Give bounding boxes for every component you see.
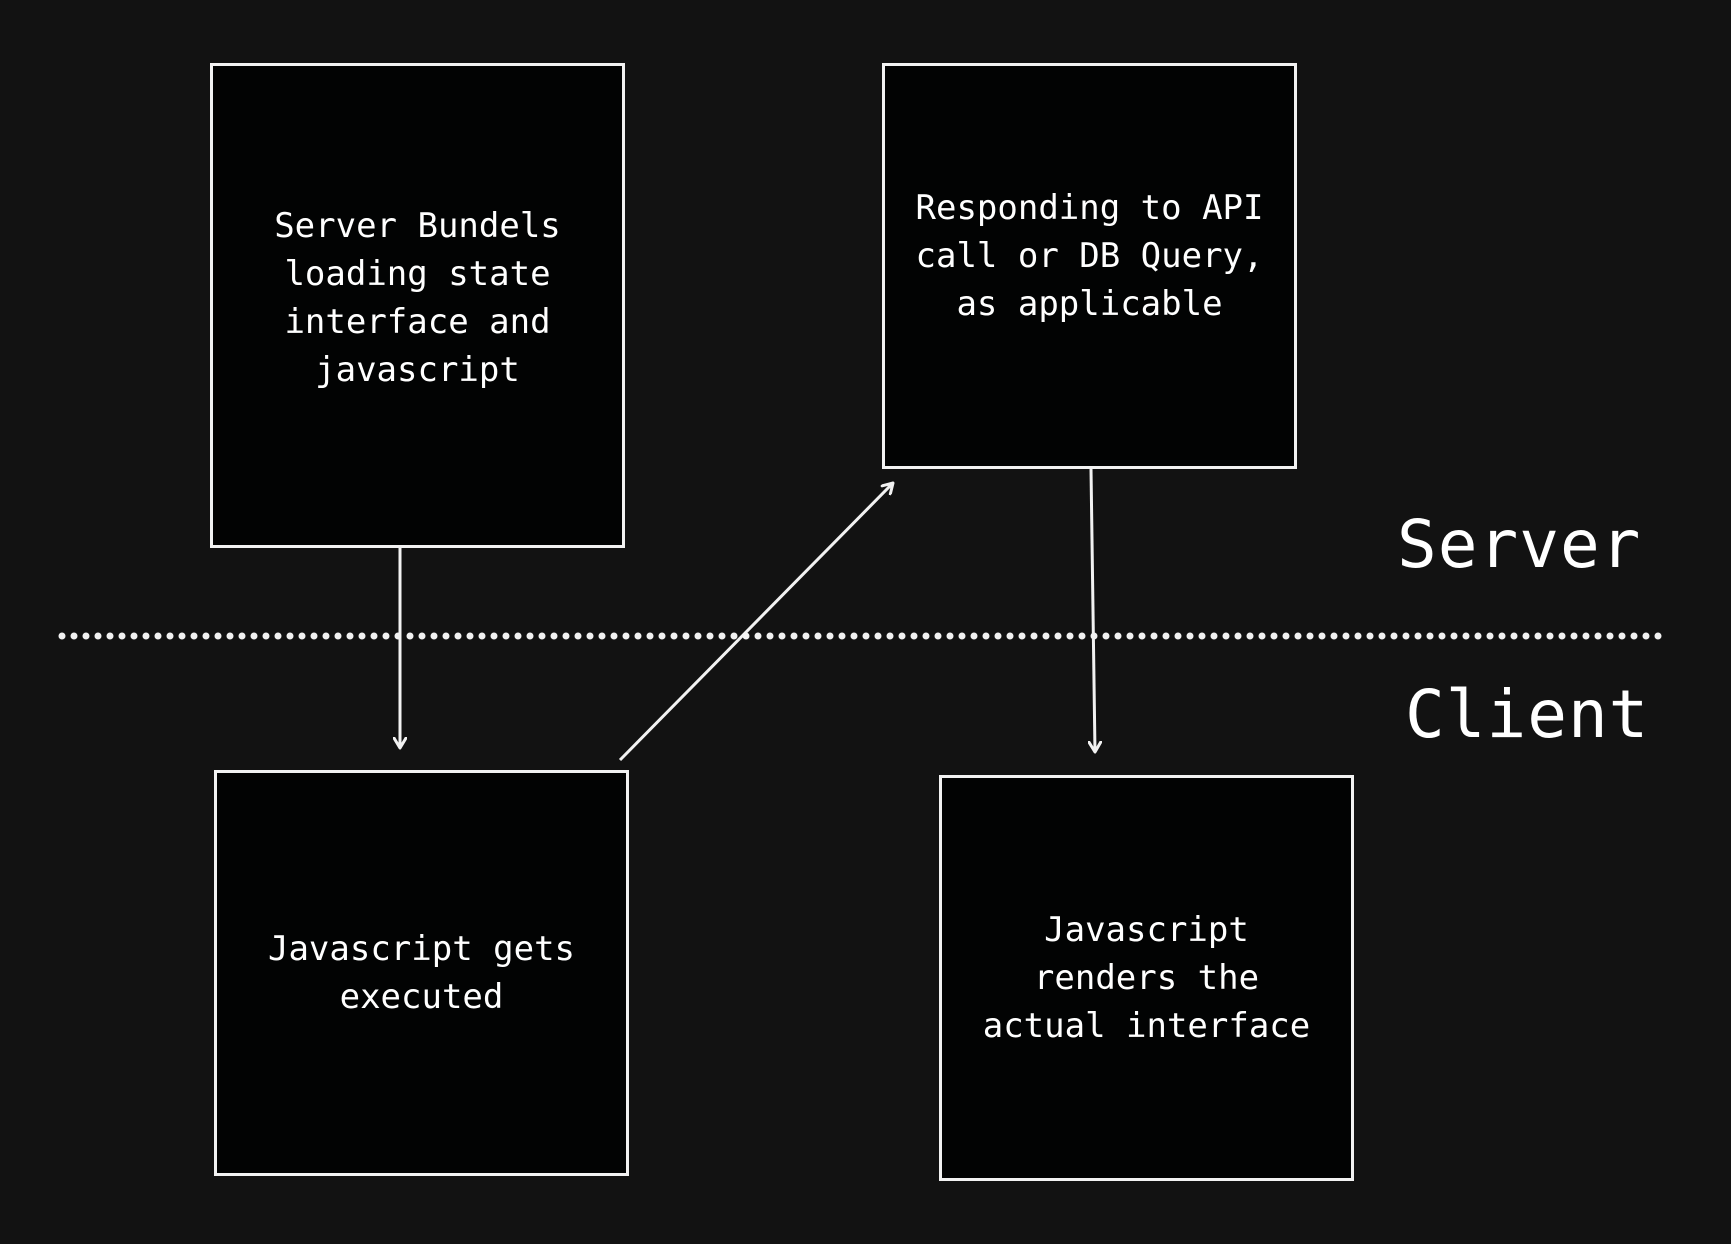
api-response-text: Responding to API call or DB Query, as a… — [915, 188, 1264, 324]
js-executed-box: Javascript gets executed — [214, 770, 629, 1176]
arrow-api-to-renders — [1091, 468, 1095, 752]
client-zone-label: Client — [1405, 676, 1650, 753]
js-executed-text: Javascript gets executed — [267, 929, 576, 1017]
js-renders-text: Javascript renders the actual interface — [982, 910, 1311, 1046]
arrow-executed-to-api — [618, 483, 893, 762]
server-bundles-text: Server Bundels loading state interface a… — [274, 205, 561, 390]
server-zone-label: Server — [1397, 506, 1642, 583]
api-response-box: Responding to API call or DB Query, as a… — [882, 63, 1297, 469]
server-bundles-box: Server Bundels loading state interface a… — [210, 63, 625, 548]
js-renders-box: Javascript renders the actual interface — [939, 775, 1354, 1181]
